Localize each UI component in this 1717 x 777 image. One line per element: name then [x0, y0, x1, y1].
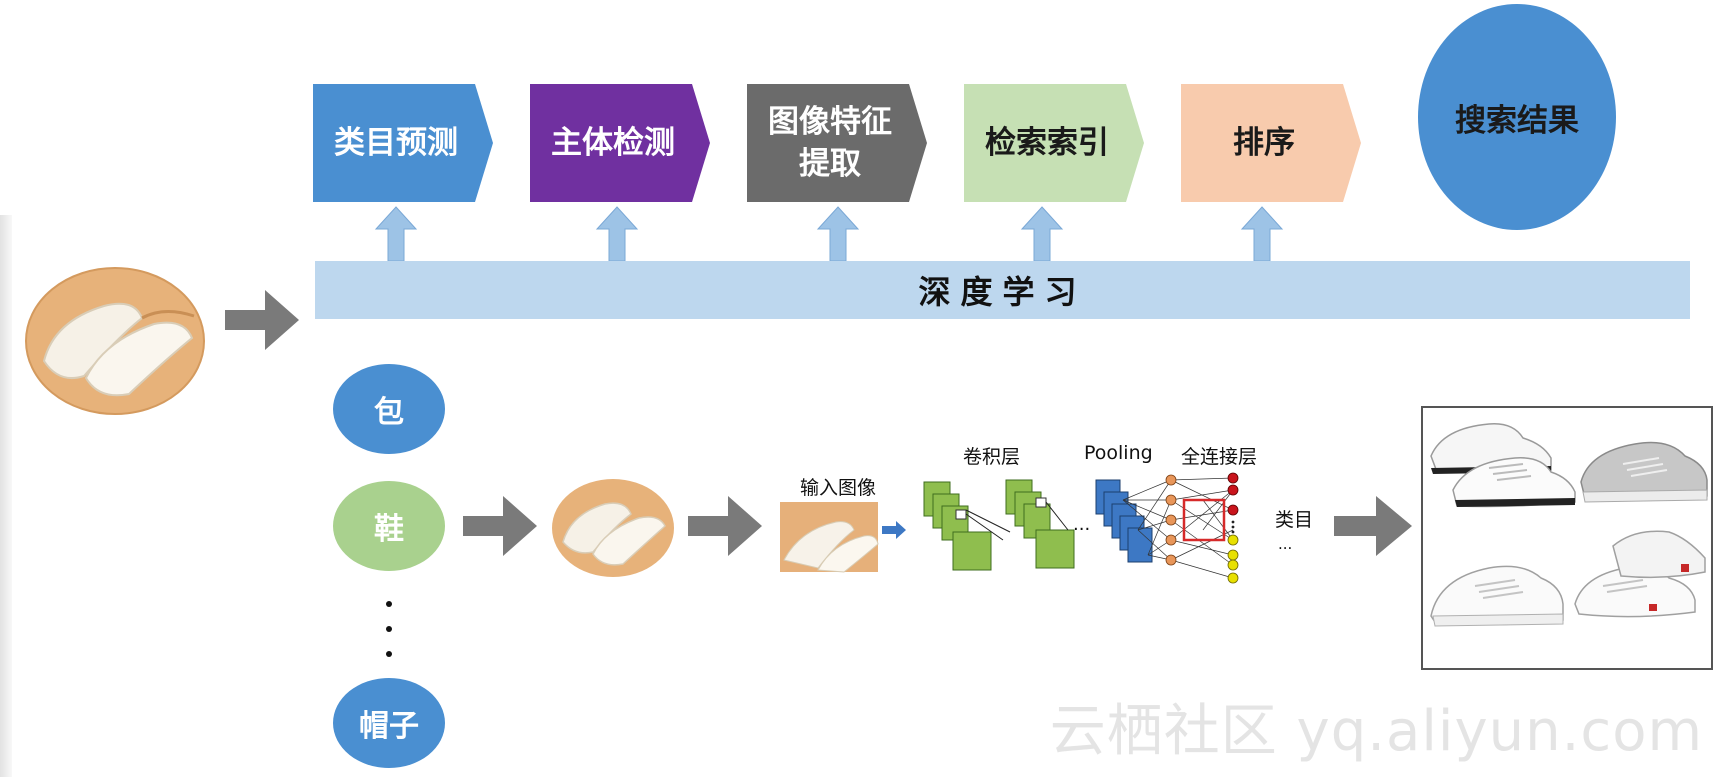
input-shoe-image — [25, 267, 205, 415]
cnn-input-label: 输入图像 — [800, 477, 877, 499]
stage-retrieval-index: 检索索引 — [964, 84, 1144, 202]
stage-label: 类目预测 — [334, 125, 458, 161]
stage-category-prediction: 类目预测 — [313, 84, 493, 202]
cnn-fc-label: 全连接层 — [1181, 446, 1258, 468]
stage-label-line2: 提取 — [799, 146, 861, 182]
stage-ranking: 排序 — [1181, 84, 1361, 202]
ellipsis-dot — [386, 651, 392, 657]
detected-shoe-image — [552, 479, 674, 577]
category-label: 包 — [374, 395, 404, 430]
watermark: 云栖社区 yq.aliyun.com — [1049, 699, 1703, 764]
deep-learning-bar: 深度学习 — [315, 261, 1690, 319]
result-shoe-3 — [1430, 565, 1564, 627]
ellipsis-dot — [386, 626, 392, 632]
up-arrow-icon — [816, 206, 860, 262]
up-arrow-icon — [1240, 206, 1284, 262]
search-results-box — [1421, 406, 1713, 670]
cnn-input-image — [780, 502, 879, 573]
ellipsis-dot — [386, 601, 392, 607]
category-label: 帽子 — [359, 709, 419, 744]
search-result-circle: 搜索结果 — [1418, 4, 1616, 230]
stage-label: 检索索引 — [985, 125, 1109, 161]
result-shoe-images — [1430, 423, 1708, 627]
right-arrow-icon — [1334, 496, 1412, 556]
result-shoe-4 — [1574, 530, 1706, 618]
stage-label-line1: 图像特征 — [768, 104, 892, 140]
left-edge-shadow — [0, 215, 12, 777]
cnn-diagram — [780, 472, 1239, 584]
category-hat: 帽子 — [333, 678, 445, 768]
cnn-fc-layer — [1122, 477, 1234, 579]
result-shoe-2 — [1580, 441, 1708, 503]
category-label: 鞋 — [374, 512, 404, 547]
cnn-ellipsis: ... — [1073, 514, 1091, 535]
cnn-output-ellipsis: ... — [1278, 535, 1293, 553]
category-shoe: 鞋 — [333, 481, 445, 571]
stage-label: 主体检测 — [551, 125, 675, 161]
search-result-label: 搜索结果 — [1455, 102, 1579, 139]
right-arrow-icon — [688, 496, 762, 556]
stage-feature-extraction: 图像特征 提取 — [747, 84, 927, 202]
result-shoe-1 — [1430, 423, 1576, 508]
stage-label: 排序 — [1233, 125, 1295, 161]
right-arrow-icon — [225, 290, 299, 350]
cnn-output-label: 类目 — [1275, 509, 1314, 531]
stage-subject-detection: 主体检测 — [530, 84, 710, 202]
category-bag: 包 — [333, 364, 445, 454]
cnn-pooling-label: Pooling — [1084, 442, 1153, 464]
cnn-conv-maps — [923, 479, 1075, 571]
right-arrow-icon — [463, 496, 537, 556]
deep-learning-label: 深度学习 — [918, 273, 1087, 311]
up-arrow-icon — [595, 206, 639, 262]
up-arrow-icon — [1020, 206, 1064, 262]
up-arrow-icon — [374, 206, 418, 262]
cnn-pooling-maps — [1095, 479, 1153, 563]
cnn-conv-label: 卷积层 — [963, 446, 1021, 468]
